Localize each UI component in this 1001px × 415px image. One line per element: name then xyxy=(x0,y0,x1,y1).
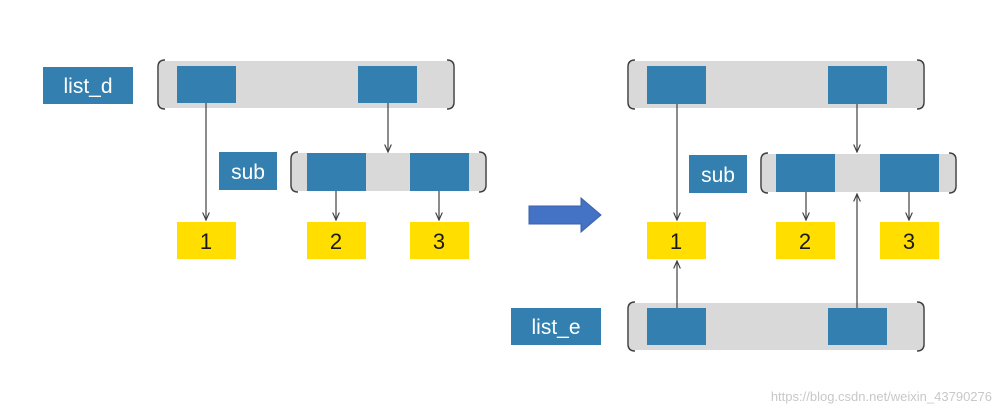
left-sub-open-bracket xyxy=(290,151,299,193)
list-d-cell-0 xyxy=(177,66,236,103)
left-value-1-text: 1 xyxy=(200,229,212,254)
right-value-2-text: 2 xyxy=(799,229,811,254)
right-sub-cell-0 xyxy=(776,154,835,192)
list-d-copy-open-bracket xyxy=(627,59,636,110)
left-value-2: 2 xyxy=(307,222,366,259)
left-sub-label: sub xyxy=(219,152,277,190)
list-d-close-bracket xyxy=(446,59,455,110)
left-value-3-text: 3 xyxy=(433,229,445,254)
left-diagram: list_d sub 1 2 xyxy=(43,59,487,259)
left-sub-cell-1 xyxy=(410,153,469,191)
left-sub-container xyxy=(290,151,487,193)
right-sub-open-bracket xyxy=(760,152,769,194)
list-d-copy-close-bracket xyxy=(916,59,925,110)
right-value-3-text: 3 xyxy=(903,229,915,254)
list-d-label-text: list_d xyxy=(63,75,112,98)
list-e-container xyxy=(627,301,925,352)
list-e-cell-1 xyxy=(828,308,887,345)
right-sub-cell-1 xyxy=(880,154,939,192)
left-sub-label-text: sub xyxy=(231,161,265,184)
left-value-2-text: 2 xyxy=(330,229,342,254)
list-d-open-bracket xyxy=(157,59,166,110)
list-e-open-bracket xyxy=(627,301,636,352)
right-value-3: 3 xyxy=(880,222,939,259)
list-e-cell-0 xyxy=(647,308,706,345)
watermark-text: https://blog.csdn.net/weixin_43790276 xyxy=(771,389,992,404)
right-sub-close-bracket xyxy=(948,152,957,194)
right-sub-label: sub xyxy=(689,155,747,193)
left-value-1: 1 xyxy=(177,222,236,259)
list-d-copy-container xyxy=(627,59,925,110)
right-value-1: 1 xyxy=(647,222,706,259)
left-sub-close-bracket xyxy=(478,151,487,193)
list-e-close-bracket xyxy=(916,301,925,352)
right-diagram: sub 1 2 3 list_e xyxy=(511,59,957,352)
list-d-container xyxy=(157,59,455,110)
left-sub-cell-0 xyxy=(307,153,366,191)
list-e-label-text: list_e xyxy=(531,316,580,339)
right-sub-container xyxy=(760,152,957,194)
list-d-copy-cell-0 xyxy=(647,66,706,104)
left-value-3: 3 xyxy=(410,222,469,259)
list-d-cell-1 xyxy=(358,66,417,103)
right-arrow-icon xyxy=(528,196,602,234)
list-e-label: list_e xyxy=(511,308,601,345)
right-value-2: 2 xyxy=(776,222,835,259)
right-value-1-text: 1 xyxy=(670,229,682,254)
list-d-copy-cell-1 xyxy=(828,66,887,104)
list-d-label: list_d xyxy=(43,67,133,104)
right-sub-label-text: sub xyxy=(701,164,735,187)
